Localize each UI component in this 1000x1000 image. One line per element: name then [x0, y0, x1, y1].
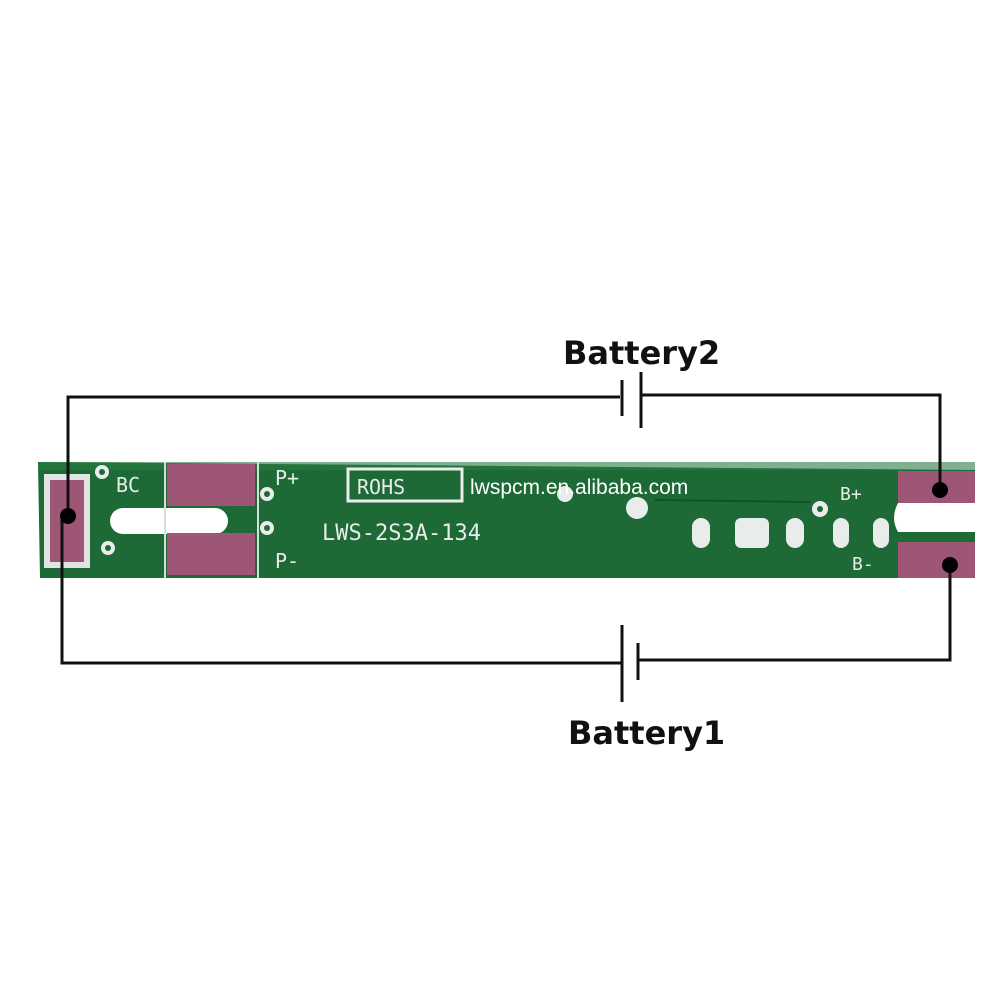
solder-points: [60, 482, 958, 573]
rohs-label: ROHS: [357, 475, 405, 499]
p-plus-pad: [167, 464, 255, 506]
battery1-label: Battery1: [568, 714, 725, 752]
p-plus-label: P+: [275, 466, 299, 490]
pcb-board: BC P+ P- ROHS LWS-2S3A-134 B+ B- lwspcm.…: [38, 462, 975, 578]
p-minus-pad: [167, 533, 255, 575]
b-minus-pad: [898, 542, 975, 578]
model-label: LWS-2S3A-134: [322, 521, 481, 546]
battery2-wire: [66, 372, 942, 516]
b-minus-label: B-: [852, 554, 874, 575]
watermark: lwspcm.en.alibaba.com: [470, 476, 688, 499]
b-plus-label: B+: [840, 484, 862, 505]
vias: [95, 465, 889, 555]
p-minus-label: P-: [275, 549, 299, 573]
board-slot: [110, 508, 228, 534]
battery1-wire: [60, 516, 952, 702]
bc-label: BC: [116, 473, 140, 497]
battery2-label: Battery2: [563, 334, 720, 372]
